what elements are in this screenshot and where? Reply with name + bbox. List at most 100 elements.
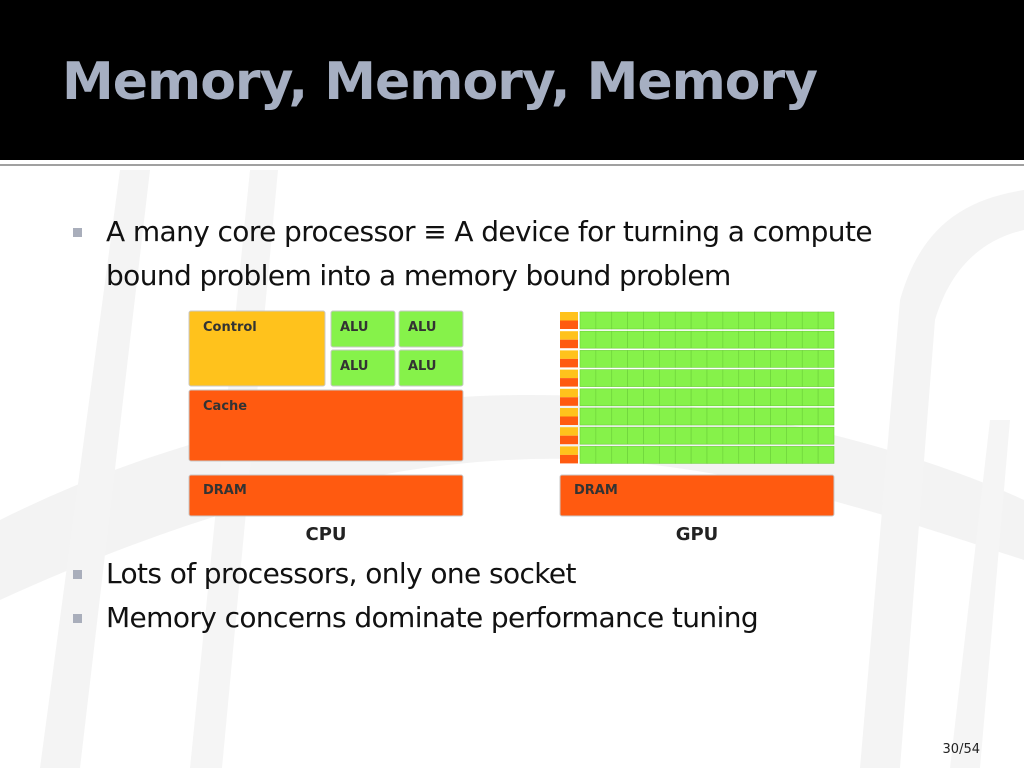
gpu-control-block bbox=[560, 369, 578, 379]
gpu-alu-cell bbox=[579, 446, 597, 464]
gpu-alu-cell bbox=[627, 388, 644, 407]
gpu-alu-cell bbox=[754, 350, 771, 368]
gpu-alu-cell bbox=[786, 330, 803, 349]
gpu-alu-cell bbox=[643, 350, 660, 368]
cpu-alu-label: ALU bbox=[408, 320, 436, 335]
gpu-alu-cell bbox=[801, 311, 819, 330]
gpu-alu-cell bbox=[706, 388, 724, 407]
title-bar: Memory, Memory, Memory bbox=[0, 0, 1024, 160]
cpu-caption: CPU bbox=[305, 524, 346, 545]
gpu-cache-block bbox=[560, 454, 578, 464]
gpu-alu-cell bbox=[738, 446, 755, 464]
gpu-alu-cell bbox=[754, 369, 771, 387]
gpu-alu-cell bbox=[579, 350, 597, 368]
gpu-cache-block bbox=[560, 378, 578, 387]
gpu-alu-cell bbox=[659, 330, 676, 349]
gpu-alu-cell bbox=[611, 446, 628, 464]
gpu-alu-cell bbox=[817, 446, 835, 464]
gpu-alu-cell bbox=[627, 426, 644, 445]
gpu-control-block bbox=[560, 388, 578, 398]
gpu-alu-cell bbox=[817, 426, 835, 445]
gpu-alu-cell bbox=[817, 330, 835, 349]
gpu-alu-cell bbox=[706, 350, 724, 368]
gpu-alu-cell bbox=[801, 388, 819, 407]
cpu-cache-block bbox=[188, 389, 464, 462]
gpu-alu-cell bbox=[627, 350, 644, 368]
gpu-alu-cell bbox=[595, 311, 613, 330]
gpu-control-block bbox=[560, 408, 578, 417]
gpu-alu-cell bbox=[738, 426, 755, 445]
gpu-alu-cell bbox=[674, 446, 692, 464]
gpu-alu-cell bbox=[754, 311, 771, 330]
gpu-alu-cell bbox=[643, 330, 660, 349]
gpu-alu-cell bbox=[738, 311, 755, 330]
gpu-control-block bbox=[560, 427, 578, 436]
gpu-alu-cell bbox=[659, 446, 676, 464]
gpu-alu-cell bbox=[770, 426, 787, 445]
gpu-alu-cell bbox=[770, 350, 787, 368]
gpu-alu-cell bbox=[738, 369, 755, 387]
gpu-alu-cell bbox=[659, 369, 676, 387]
gpu-alu-cell bbox=[659, 426, 676, 445]
gpu-alu-cell bbox=[595, 369, 613, 387]
cpu-alu-block bbox=[330, 349, 396, 387]
slide-title: Memory, Memory, Memory bbox=[62, 52, 818, 112]
cpu-alu-label: ALU bbox=[340, 359, 368, 374]
gpu-caption: GPU bbox=[676, 524, 719, 545]
gpu-alu-cell bbox=[627, 446, 644, 464]
gpu-alu-cell bbox=[579, 388, 597, 407]
gpu-alu-cell bbox=[770, 369, 787, 387]
gpu-control-block bbox=[560, 331, 578, 340]
cpu-control-block bbox=[188, 310, 326, 387]
gpu-alu-cell bbox=[690, 330, 708, 349]
gpu-cache-block bbox=[560, 416, 578, 425]
gpu-alu-cell bbox=[722, 446, 740, 464]
gpu-alu-cell bbox=[611, 388, 628, 407]
gpu-alu-cell bbox=[611, 350, 628, 368]
gpu-alu-cell bbox=[706, 426, 724, 445]
gpu-alu-cell bbox=[754, 426, 771, 445]
gpu-alu-cell bbox=[786, 426, 803, 445]
gpu-alu-cell bbox=[690, 388, 708, 407]
gpu-alu-cell bbox=[770, 330, 787, 349]
gpu-alu-cell bbox=[706, 311, 724, 330]
gpu-alu-cell bbox=[801, 369, 819, 387]
gpu-alu-cell bbox=[611, 426, 628, 445]
bullet-marker-icon bbox=[73, 614, 82, 623]
gpu-alu-cell bbox=[738, 388, 755, 407]
gpu-alu-cell bbox=[817, 311, 835, 330]
page-number: 30/54 bbox=[942, 742, 980, 757]
gpu-alu-cell bbox=[786, 407, 803, 426]
cpu-control-label: Control bbox=[203, 320, 257, 335]
gpu-alu-cell bbox=[770, 446, 787, 464]
gpu-alu-cell bbox=[627, 330, 644, 349]
gpu-alu-cell bbox=[690, 446, 708, 464]
bullet-text: Memory concerns dominate performance tun… bbox=[106, 601, 759, 634]
bullet-marker-icon bbox=[73, 228, 82, 237]
gpu-alu-cell bbox=[579, 407, 597, 426]
gpu-alu-cell bbox=[627, 369, 644, 387]
gpu-alu-cell bbox=[706, 446, 724, 464]
gpu-alu-cell bbox=[611, 407, 628, 426]
gpu-alu-cell bbox=[674, 369, 692, 387]
gpu-alu-cell bbox=[595, 350, 613, 368]
gpu-cache-block bbox=[560, 435, 578, 445]
gpu-alu-cell bbox=[722, 388, 740, 407]
gpu-alu-cell bbox=[817, 407, 835, 426]
gpu-alu-cell bbox=[722, 407, 740, 426]
gpu-alu-cell bbox=[643, 446, 660, 464]
gpu-alu-cell bbox=[722, 350, 740, 368]
gpu-alu-cell bbox=[579, 369, 597, 387]
cpu-dram-label: DRAM bbox=[203, 483, 247, 498]
gpu-alu-cell bbox=[722, 369, 740, 387]
gpu-diagram: DRAM GPU bbox=[559, 311, 835, 545]
title-divider bbox=[0, 160, 1024, 164]
gpu-alu-cell bbox=[770, 311, 787, 330]
gpu-alu-cell bbox=[595, 446, 613, 464]
gpu-alu-cell bbox=[690, 350, 708, 368]
cpu-dram-block bbox=[188, 474, 464, 517]
gpu-alu-cell bbox=[786, 446, 803, 464]
gpu-alu-cell bbox=[770, 407, 787, 426]
gpu-alu-cell bbox=[674, 426, 692, 445]
gpu-alu-cell bbox=[738, 330, 755, 349]
